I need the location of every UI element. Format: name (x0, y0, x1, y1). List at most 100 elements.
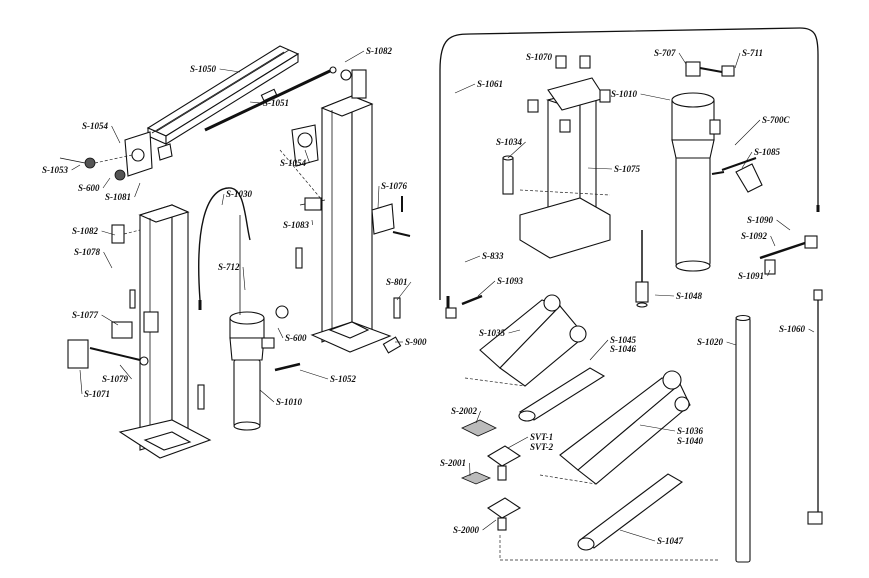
leader-line (101, 230, 116, 236)
right-power-unit (671, 92, 721, 272)
part-label-s-1091: S-1091 (738, 271, 764, 281)
part-label-s-1030: S-1030 (226, 189, 253, 199)
leader-line (134, 182, 141, 198)
part-label-s-1051: S-1051 (263, 98, 289, 108)
part-label-s-1034: S-1034 (496, 137, 523, 147)
part-label-s-1010a: S-1010 (276, 397, 303, 407)
leader-line (377, 185, 380, 209)
leader-line (639, 424, 676, 432)
part-label-s-712: S-712 (218, 262, 240, 272)
leader-line (734, 119, 761, 146)
part-label-s-1053: S-1053 (42, 165, 69, 175)
part-label-s-1090: S-1090 (747, 215, 774, 225)
part-label-s-1061: S-1061 (477, 79, 503, 89)
leader-line (507, 436, 529, 449)
part-label-s-1079: S-1079 (102, 374, 129, 384)
part-label-s-1085: S-1085 (754, 147, 781, 157)
part-label-s-1045: S-1045 (610, 335, 637, 345)
part-label-s-707: S-707 (654, 48, 676, 58)
leader-line (311, 219, 313, 226)
left-pulley-bracket (59, 131, 173, 181)
leader-line (654, 294, 675, 297)
part-label-s-1060: S-1060 (779, 324, 806, 334)
part-label-s-833: S-833 (482, 251, 504, 261)
leader-line (299, 369, 329, 380)
part-label-s-1077: S-1077 (72, 310, 99, 320)
part-label-s-1071: S-1071 (84, 389, 110, 399)
top-beam (146, 45, 300, 145)
part-label-s-1075: S-1075 (614, 164, 641, 174)
leader-line (734, 52, 741, 69)
leader-line (259, 389, 275, 403)
right-lift-column (519, 55, 611, 259)
leader-line (767, 269, 771, 277)
part-label-s-1082b: S-1082 (72, 226, 99, 236)
left-power-unit (229, 215, 289, 431)
part-label-s-1052: S-1052 (330, 374, 357, 384)
leader-line (741, 151, 753, 169)
part-label-s-1076: S-1076 (381, 181, 408, 191)
leader-line (776, 219, 791, 231)
part-label-s-1047: S-1047 (657, 536, 684, 546)
leader-line (221, 193, 225, 206)
leader-line (101, 314, 119, 326)
part-label-s-1054b: S-1054 (280, 158, 307, 168)
leader-line (304, 149, 310, 164)
leader-line (242, 266, 246, 291)
leader-line (277, 327, 284, 339)
leader-line (71, 164, 81, 171)
part-label-s-1010b: S-1010 (611, 89, 638, 99)
leader-line (119, 364, 132, 380)
part-label-s-2001: S-2001 (440, 458, 466, 468)
leader-line (587, 167, 613, 170)
part-labels: S-1050S-1051S-1082S-1054S-1053S-600S-108… (42, 46, 815, 546)
part-label-s-900: S-900 (405, 337, 427, 347)
part-label-s-1093: S-1093 (497, 276, 524, 286)
part-label-s-1083: S-1083 (283, 220, 310, 230)
part-label-s-1092: S-1092 (741, 231, 768, 241)
leader-line (808, 328, 815, 333)
part-label-s-1050: S-1050 (190, 64, 217, 74)
part-label-s-1035: S-1035 (479, 328, 506, 338)
part-label-s-1054a: S-1054 (82, 121, 109, 131)
leader-line (477, 280, 496, 297)
leader-line (396, 281, 412, 301)
part-label-s-1020: S-1020 (697, 337, 724, 347)
part-label-s-1082a: S-1082 (366, 46, 393, 56)
right-column (279, 69, 392, 353)
part-label-svt-2: SVT-2 (530, 442, 554, 452)
leader-line (454, 83, 476, 94)
leader-line (102, 177, 111, 189)
part-label-s-700c: S-700C (762, 115, 791, 125)
part-label-s-1048: S-1048 (676, 291, 703, 301)
part-label-s-1081: S-1081 (105, 192, 131, 202)
leader-line (249, 101, 262, 104)
part-label-s-2000: S-2000 (453, 525, 480, 535)
part-label-s-711: S-711 (742, 48, 763, 58)
leader-line (111, 125, 121, 144)
arm-1036 (539, 370, 691, 485)
part-label-svt-1: SVT-1 (530, 432, 553, 442)
part-label-s-600b: S-600 (285, 333, 307, 343)
part-label-s-600a: S-600 (78, 183, 100, 193)
leader-line (344, 50, 365, 63)
leader-line (726, 341, 737, 346)
leader-line (640, 93, 671, 101)
leader-line (464, 255, 481, 263)
part-label-s-1078: S-1078 (74, 247, 101, 257)
rod (204, 66, 337, 132)
part-label-s-1040: S-1040 (677, 436, 704, 446)
leader-line (79, 369, 83, 395)
part-label-s-801: S-801 (386, 277, 408, 287)
part-label-s-1036: S-1036 (677, 426, 704, 436)
leader-line (589, 339, 609, 361)
part-label-s-1046: S-1046 (610, 344, 637, 354)
part-label-s-2002: S-2002 (451, 406, 478, 416)
arm-1035 (464, 294, 587, 387)
leader-line (482, 519, 497, 531)
leader-line (508, 329, 521, 334)
leader-line (475, 410, 481, 424)
part-label-s-1070: S-1070 (526, 52, 553, 62)
